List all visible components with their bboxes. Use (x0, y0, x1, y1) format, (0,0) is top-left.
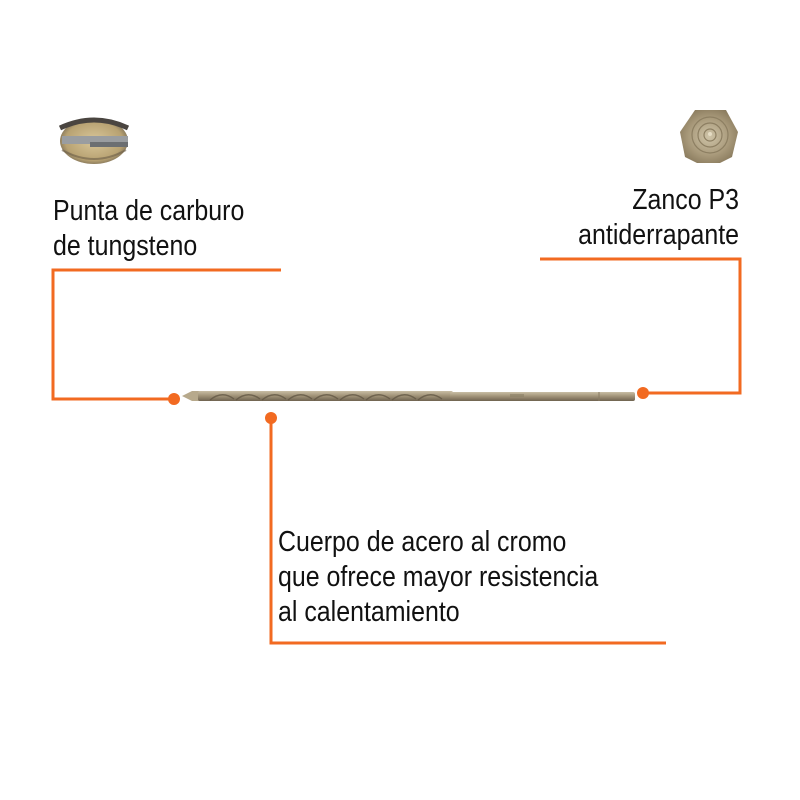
hex-shank-thumbnail-icon (680, 110, 738, 163)
body-marker-dot (265, 412, 277, 424)
body-label-line-3: al calentamiento (278, 596, 460, 628)
shank-callout-connector (540, 257, 742, 399)
tip-feature-label: Punta de carburo de tungsteno (53, 194, 275, 264)
shank-label-line-1: Zanco P3 (632, 184, 739, 216)
carbide-tip-thumbnail-icon (58, 117, 130, 164)
shank-marker-dot (637, 387, 649, 399)
body-label-line-1: Cuerpo de acero al cromo (278, 526, 567, 558)
masonry-drill-bit-image (182, 391, 635, 401)
body-feature-label: Cuerpo de acero al cromo que ofrece mayo… (278, 525, 650, 630)
shank-feature-label: Zanco P3 antiderrapante (552, 183, 739, 253)
tip-label-line-1: Punta de carburo (53, 195, 245, 227)
tip-label-line-2: de tungsteno (53, 230, 198, 262)
shank-label-line-2: antiderrapante (578, 219, 739, 251)
tip-marker-dot (168, 393, 180, 405)
body-callout-connector (265, 412, 666, 645)
tip-callout-connector (51, 268, 281, 405)
body-label-line-2: que ofrece mayor resistencia (278, 561, 599, 593)
